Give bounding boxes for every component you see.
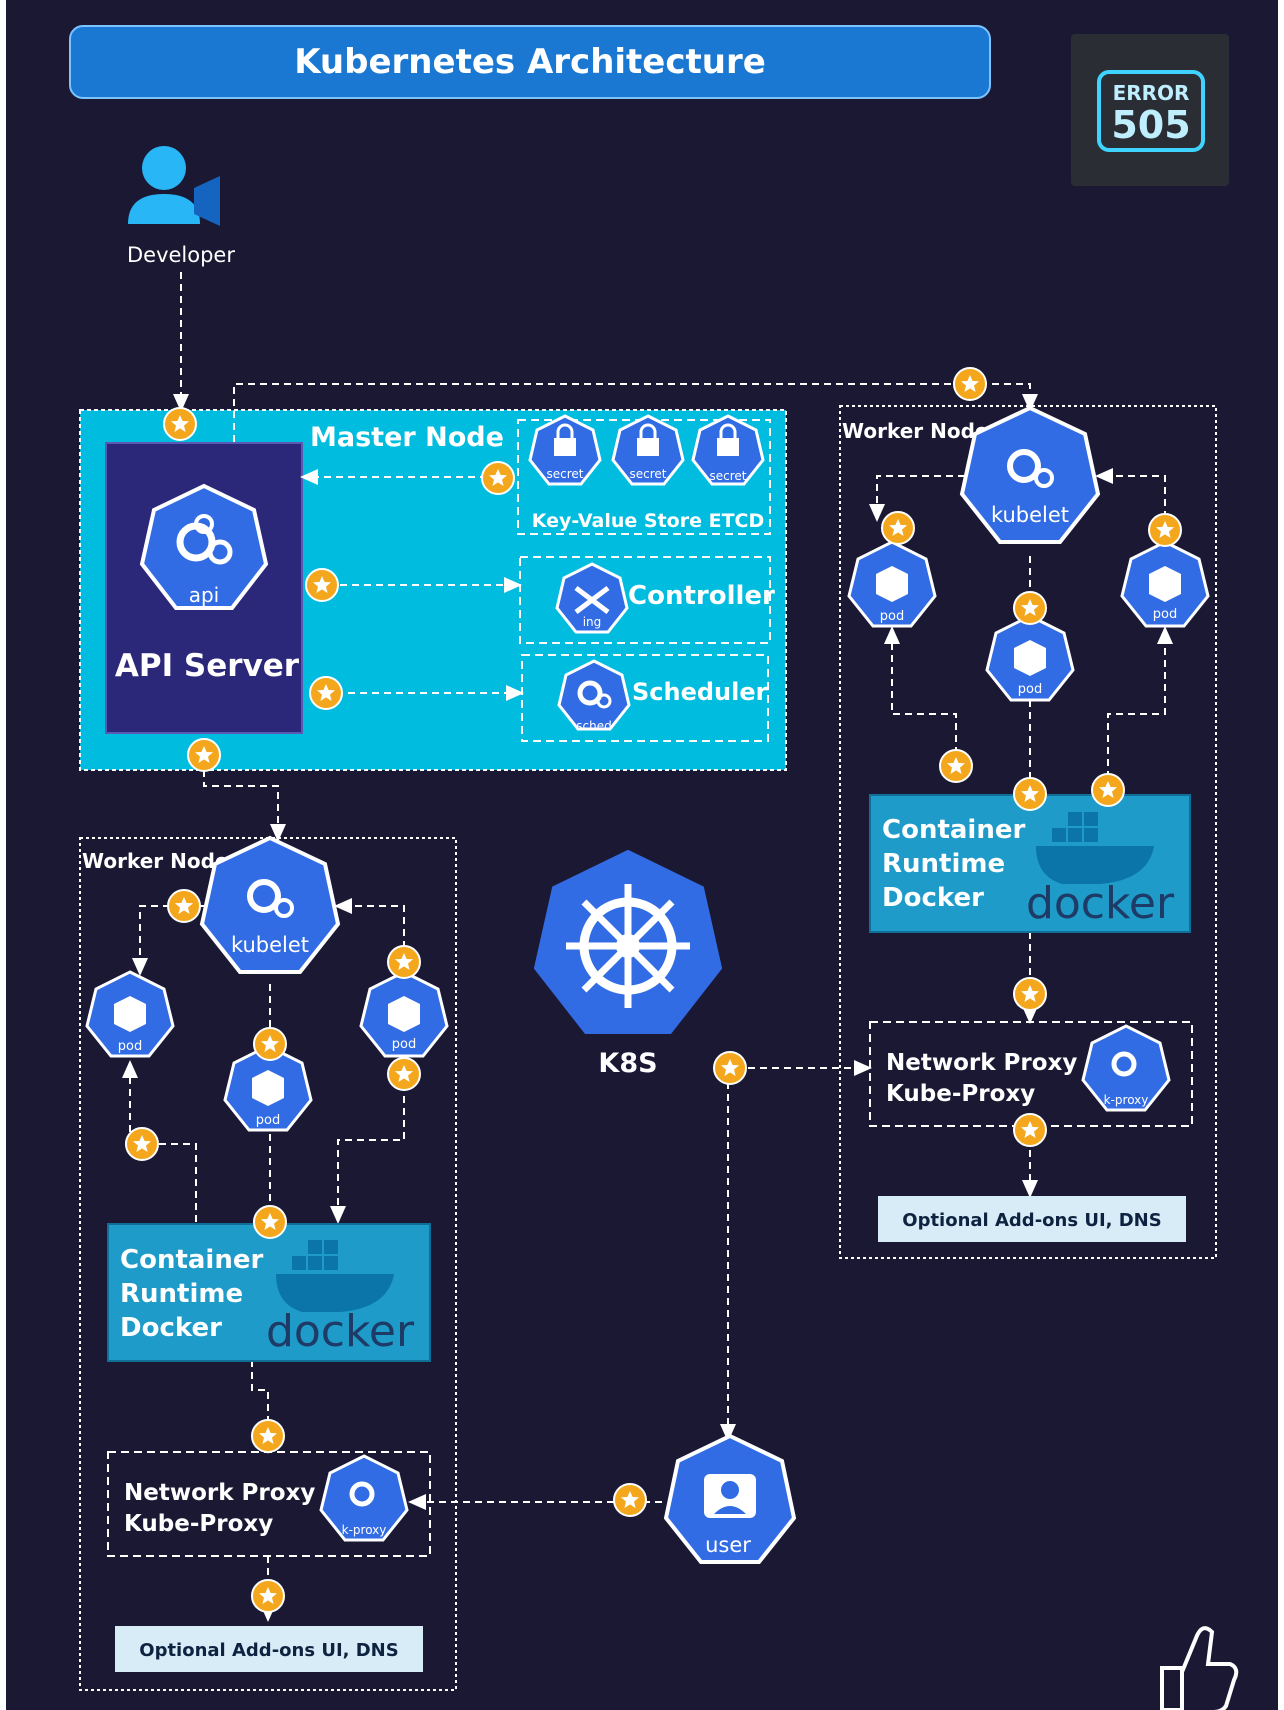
secret-icon: [528, 414, 602, 486]
star-badge-icon: [187, 738, 221, 772]
runtime-line: Runtime: [120, 1279, 243, 1309]
star-badge-icon: [251, 1419, 285, 1453]
pod-label: pod: [118, 1039, 142, 1054]
logo-line2: 505: [1111, 103, 1190, 147]
docker-wordmark: docker: [1026, 878, 1175, 929]
scheduler-label: Scheduler: [632, 678, 768, 706]
addons-box: [878, 1196, 1186, 1242]
developer-icon: [128, 146, 220, 226]
controller-icon: [555, 562, 629, 634]
api-server-label: API Server: [115, 648, 300, 684]
page-title: Kubernetes Architecture: [69, 25, 991, 99]
star-badge-icon: [125, 1127, 159, 1161]
kubelet-icon: [199, 835, 341, 974]
star-badge-icon: [1148, 513, 1182, 547]
star-badge-icon: [1013, 591, 1047, 625]
star-badge-icon: [1013, 1113, 1047, 1147]
pod-icon: [847, 540, 937, 628]
star-badge-icon: [613, 1483, 647, 1517]
secret-label: secret: [547, 467, 584, 481]
proxy-line: Network Proxy: [124, 1480, 315, 1506]
master-node-title: Master Node: [310, 422, 504, 453]
k8s-label: K8S: [598, 1048, 657, 1079]
star-badge-icon: [953, 367, 987, 401]
pod-label: pod: [880, 609, 904, 624]
star-badge-icon: [305, 568, 339, 602]
star-badge-icon: [253, 1027, 287, 1061]
star-badge-icon: [1013, 977, 1047, 1011]
controller-label: Controller: [628, 581, 775, 611]
pod-icon: [223, 1044, 313, 1132]
addons-box: [115, 1626, 423, 1672]
docker-wordmark: docker: [266, 1306, 415, 1357]
error-505-logo: ERROR 505: [1071, 34, 1229, 186]
secret-icon: [611, 414, 685, 486]
pod-label: pod: [1153, 607, 1177, 622]
secret-label: secret: [710, 469, 747, 483]
thumbs-up-icon: [1160, 1626, 1239, 1710]
star-badge-icon: [253, 1205, 287, 1239]
scheduler-icon-label: sched: [576, 719, 611, 733]
api-icon: [139, 483, 269, 610]
controller-icon-label: ing: [583, 615, 602, 629]
k-proxy-label: k-proxy: [1104, 1093, 1149, 1107]
k8s-helm-icon: [533, 849, 723, 1034]
runtime-line: Runtime: [882, 849, 1005, 879]
pod-label: pod: [1018, 682, 1042, 697]
star-badge-icon: [387, 1057, 421, 1091]
star-badge-icon: [251, 1579, 285, 1613]
proxy-line: Kube-Proxy: [124, 1511, 273, 1537]
runtime-line: Container: [120, 1245, 263, 1275]
worker-node-1-panel: [839, 405, 1217, 1259]
kubelet-label: kubelet: [231, 933, 309, 957]
star-badge-icon: [939, 749, 973, 783]
scheduler-icon: [557, 659, 631, 731]
addons-label: Optional Add-ons UI, DNS: [902, 1210, 1161, 1231]
k-proxy-icon: [319, 1454, 409, 1542]
pod-label: pod: [256, 1113, 280, 1128]
user-icon: [663, 1433, 797, 1564]
scheduler-box: [521, 654, 769, 742]
proxy-line: Network Proxy: [886, 1050, 1077, 1076]
kubelet-label: kubelet: [991, 503, 1069, 527]
secret-icon: [691, 414, 765, 486]
kubelet-icon: [959, 405, 1101, 544]
star-badge-icon: [309, 676, 343, 710]
addons-label: Optional Add-ons UI, DNS: [139, 1640, 398, 1661]
runtime-line: Docker: [882, 883, 984, 913]
pod-icon: [985, 614, 1075, 702]
star-badge-icon: [1013, 777, 1047, 811]
star-badge-icon: [1091, 773, 1125, 807]
star-badge-icon: [481, 461, 515, 495]
runtime-line: Docker: [120, 1313, 222, 1343]
k-proxy-icon: [1081, 1024, 1171, 1112]
pod-label: pod: [392, 1037, 416, 1052]
docker-whale-icon: [1036, 812, 1154, 884]
pod-icon: [359, 970, 449, 1058]
star-badge-icon: [167, 889, 201, 923]
etcd-label: Key-Value Store ETCD: [532, 510, 765, 532]
controller-box: [519, 556, 771, 644]
star-badge-icon: [163, 407, 197, 441]
proxy-line: Kube-Proxy: [886, 1081, 1035, 1107]
k-proxy-label: k-proxy: [342, 1523, 387, 1537]
secret-label: secret: [630, 467, 667, 481]
pod-icon: [85, 970, 175, 1058]
star-badge-icon: [387, 945, 421, 979]
api-icon-label: api: [189, 583, 220, 607]
star-badge-icon: [881, 511, 915, 545]
user-label: user: [705, 1533, 751, 1557]
logo-line1: ERROR: [1113, 81, 1190, 105]
runtime-line: Container: [882, 815, 1025, 845]
star-badge-icon: [713, 1051, 747, 1085]
docker-whale-icon: [276, 1240, 394, 1312]
pod-icon: [1120, 540, 1210, 628]
developer-label: Developer: [127, 243, 235, 267]
